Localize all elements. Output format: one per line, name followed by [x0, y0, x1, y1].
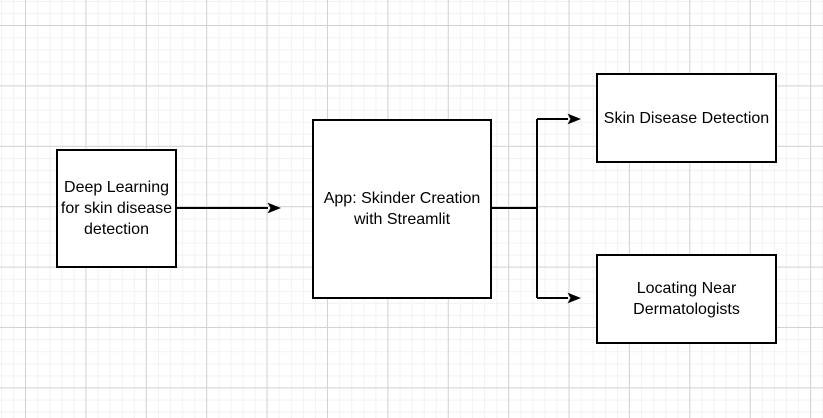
- node-label: Locating Near Dermatologists: [633, 280, 740, 318]
- node-label: Deep Learning for skin disease detection: [60, 179, 173, 238]
- node-locating-dermatologists[interactable]: Locating Near Dermatologists: [596, 254, 777, 344]
- node-label: Skin Disease Detection: [603, 109, 770, 127]
- connector-app-to-dermatologists[interactable]: [537, 292, 581, 304]
- arrowhead-right-icon: [267, 202, 281, 214]
- node-app-skinder[interactable]: App: Skinder Creation with Streamlit: [312, 119, 492, 299]
- connector-line: [492, 118, 568, 298]
- connector-app-to-skin-disease[interactable]: [492, 113, 581, 298]
- node-label: App: Skinder Creation with Streamlit: [323, 190, 481, 228]
- node-skin-disease-detection[interactable]: Skin Disease Detection: [596, 73, 777, 163]
- arrowhead-right-icon: [567, 113, 581, 125]
- connector-deep-learning-to-app[interactable]: [177, 202, 281, 214]
- node-deep-learning[interactable]: Deep Learning for skin disease detection: [56, 149, 177, 268]
- arrowhead-right-icon: [567, 292, 581, 304]
